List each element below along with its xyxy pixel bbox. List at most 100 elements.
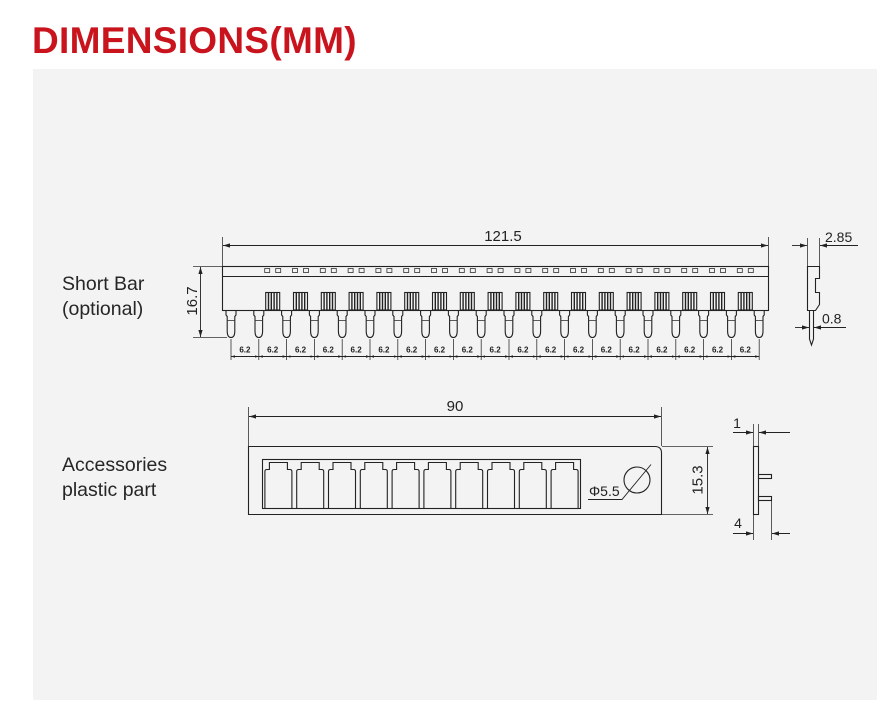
top-notch — [347, 268, 354, 273]
top-notch — [653, 268, 660, 273]
top-notch — [736, 268, 743, 273]
tooth-slot — [515, 291, 531, 311]
slot-area — [261, 458, 582, 510]
pitch-dimensions: 6.2 6.2 6.2 6.2 6.2 6.2 6.2 6.2 6.2 6.2 6.2 6.2 6.2 6… — [230, 339, 760, 360]
hole-diameter-value: Φ5.5 — [589, 483, 620, 499]
short-bar-pin — [586, 310, 598, 339]
short-bar-pin — [614, 310, 626, 339]
plastic-part-slot — [391, 461, 420, 509]
top-notch — [319, 268, 326, 273]
pitch-value: 6.2 — [406, 346, 418, 355]
pitch-value: 6.2 — [323, 346, 335, 355]
short-bar-pins — [225, 310, 765, 339]
plastic-part-side-profile — [752, 445, 760, 516]
tooth-slot — [570, 291, 587, 311]
short-bar-pin — [559, 310, 571, 339]
tooth-slot — [292, 291, 309, 311]
tooth-slot — [431, 291, 448, 311]
top-notch — [442, 268, 448, 273]
plastic-part-slot — [550, 461, 579, 509]
pitch-value: 6.2 — [712, 346, 724, 355]
short-bar-pin — [225, 310, 237, 339]
tooth-slot — [626, 291, 642, 311]
top-notch — [525, 268, 532, 273]
short-bar-label: Short Bar — [62, 273, 145, 295]
top-notch — [486, 268, 493, 273]
tooth-slot — [598, 291, 614, 311]
pitch-value: 6.2 — [656, 346, 668, 355]
pitch-value: 6.2 — [351, 346, 363, 355]
plastic-part-slots — [264, 461, 579, 509]
top-notch — [292, 268, 298, 273]
tooth-slot — [737, 291, 753, 311]
top-notch — [275, 268, 282, 273]
drawing-panel — [33, 69, 877, 700]
short-bar-side-profile — [806, 265, 821, 312]
plastic-part-slot — [359, 461, 388, 509]
plastic-part-slot — [455, 461, 484, 509]
pitch-value: 6.2 — [239, 346, 251, 355]
pitch-value: 6.2 — [378, 346, 390, 355]
plastic-part-slot — [486, 461, 516, 509]
short-bar-pin — [364, 310, 376, 339]
hole-leader-line — [588, 464, 652, 500]
side-thickness-value: 1 — [733, 415, 741, 431]
short-bar-pin — [698, 310, 710, 339]
pitch-value: 6.2 — [490, 346, 502, 355]
short-bar-teeth — [264, 268, 754, 311]
top-notch — [608, 268, 615, 273]
pitch-value: 6.2 — [462, 346, 474, 355]
short-bar-optional-label: (optional) — [62, 298, 143, 320]
top-notch — [720, 268, 726, 273]
short-bar-pin — [670, 310, 682, 339]
top-notch — [386, 268, 393, 273]
plastic-part-front-view: 90 Φ5.5 15.3 — [247, 398, 713, 516]
plastic-part-outline — [247, 445, 663, 516]
short-bar-pin — [281, 310, 293, 339]
tooth-slot — [654, 291, 670, 311]
top-notch — [570, 268, 576, 273]
short-bar-side-pin — [808, 310, 815, 347]
short-bar-pin — [725, 310, 737, 339]
top-notch — [514, 268, 521, 273]
top-notch — [497, 268, 504, 273]
top-notch — [403, 268, 410, 273]
tooth-slot — [320, 291, 336, 311]
accessories-label: Accessories — [62, 454, 167, 476]
short-bar-pin — [420, 310, 432, 339]
tooth-slot — [459, 291, 475, 311]
pitch-value: 6.2 — [573, 346, 585, 355]
top-notch — [542, 268, 549, 273]
tooth-slot — [404, 291, 420, 311]
plastic-part-slot — [518, 461, 547, 509]
pitch-value: 6.2 — [740, 346, 752, 355]
top-notch — [692, 268, 699, 273]
tooth-slot — [543, 291, 559, 311]
tooth-slot — [682, 291, 698, 311]
plastic-part-label: plastic part — [62, 479, 157, 501]
pitch-value: 6.2 — [629, 346, 641, 355]
top-notch — [636, 268, 643, 273]
pitch-value: 6.2 — [684, 346, 696, 355]
plastic-part-side-view: 1 4 — [733, 415, 790, 540]
top-notch — [664, 268, 671, 273]
tooth-slot — [487, 291, 503, 311]
pitch-value: 6.2 — [295, 346, 307, 355]
page-title: DIMENSIONS(MM) — [32, 20, 357, 61]
short-bar-pin — [447, 310, 459, 339]
top-notch — [330, 268, 337, 273]
tooth-slot — [376, 291, 392, 311]
top-notch — [581, 268, 587, 273]
top-notch — [625, 268, 632, 273]
tooth-slot — [348, 291, 364, 311]
top-notch — [681, 268, 688, 273]
top-notch — [303, 268, 309, 273]
short-bar-side-view: 2.85 0.8 — [792, 229, 858, 347]
short-bar-pin — [253, 310, 265, 339]
pitch-value: 6.2 — [267, 346, 279, 355]
top-notch — [747, 268, 754, 273]
top-notch — [458, 268, 465, 273]
top-notch — [431, 268, 437, 273]
length-value: 121.5 — [484, 228, 522, 245]
